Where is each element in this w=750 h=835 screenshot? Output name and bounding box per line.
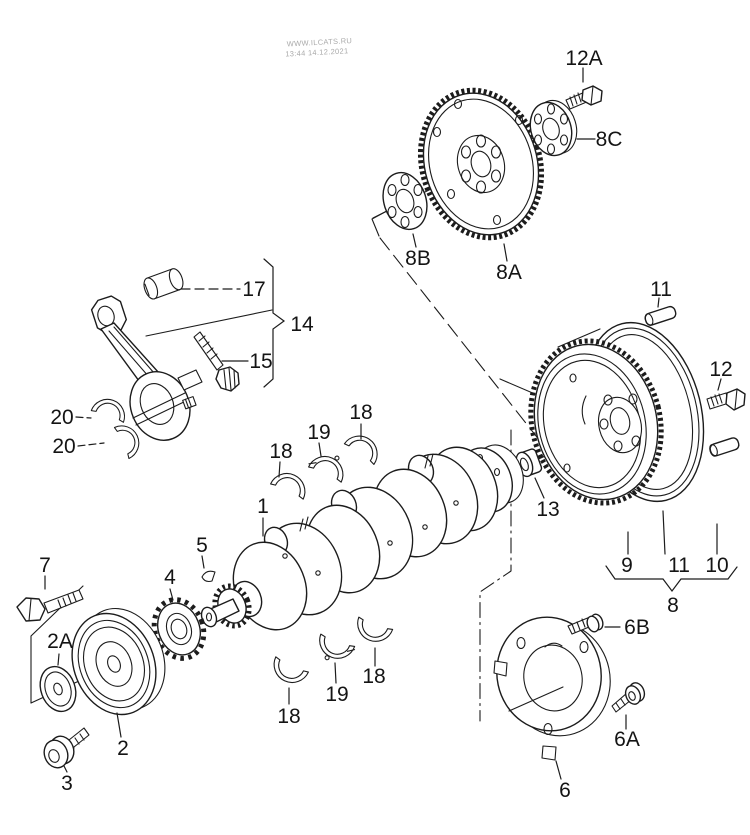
main-bearing-shells <box>267 423 394 705</box>
callout-3[interactable]: 3 <box>61 772 73 795</box>
flange-bolt-6B <box>567 613 604 635</box>
leader-11-top <box>657 297 660 308</box>
callout-19-lower[interactable]: 19 <box>325 683 348 706</box>
callout-6A[interactable]: 6A <box>614 728 640 751</box>
callout-18-upper-right[interactable]: 18 <box>349 401 372 424</box>
callout-9[interactable]: 9 <box>621 554 633 577</box>
flywheel-bolt-12 <box>706 388 746 411</box>
leader-8B <box>412 233 417 248</box>
section-boundary-line <box>479 429 512 722</box>
pulley-bolt-7 <box>16 589 84 622</box>
leader-6 <box>555 760 562 780</box>
group-bracket-14 <box>263 258 286 388</box>
callout-7[interactable]: 7 <box>39 554 51 577</box>
dowel-pin-top <box>644 305 677 326</box>
callout-20-upper[interactable]: 20 <box>50 406 73 429</box>
connecting-rod-assembly <box>75 258 286 460</box>
pulley-bolt-3 <box>43 727 90 769</box>
callouts: 12A 8C 8B 8A 11 12 13 17 14 15 20 20 18 … <box>39 47 733 802</box>
callout-1[interactable]: 1 <box>257 495 269 518</box>
callout-20-lower[interactable]: 20 <box>52 435 75 458</box>
crankshaft <box>200 444 524 631</box>
callout-12[interactable]: 12 <box>709 358 732 381</box>
connecting-rod <box>90 295 203 441</box>
callout-8B[interactable]: 8B <box>405 247 431 270</box>
callout-18-lower-right[interactable]: 18 <box>362 665 385 688</box>
callout-8[interactable]: 8 <box>667 594 679 617</box>
sealing-flange <box>493 616 611 761</box>
flywheel-bolt-12A <box>565 85 603 110</box>
small-end-bushing <box>143 268 184 300</box>
watermark-site: WWW.ILCATS.RU <box>287 36 353 48</box>
leader-12 <box>717 378 722 391</box>
callout-18-upper-left[interactable]: 18 <box>269 440 292 463</box>
callout-2A[interactable]: 2A <box>47 630 73 653</box>
pulley-hub-2A <box>39 665 77 713</box>
rod-bearing-shells <box>75 394 145 460</box>
callout-8C[interactable]: 8C <box>596 128 623 151</box>
crank-details <box>282 453 459 576</box>
callout-18-lower-left[interactable]: 18 <box>277 705 300 728</box>
callout-2[interactable]: 2 <box>117 737 129 760</box>
spacer-flange <box>529 99 578 157</box>
callout-12A[interactable]: 12A <box>565 47 602 70</box>
flywheel-ring-gear <box>528 338 664 506</box>
watermark: WWW.ILCATS.RU 13:44 14.12.2021 <box>285 36 353 59</box>
callout-17[interactable]: 17 <box>242 278 265 301</box>
dowel-pin-bottom <box>709 437 740 457</box>
sealing-flange-assembly <box>493 613 646 780</box>
drive-plate <box>417 87 545 241</box>
callout-11-bottom[interactable]: 11 <box>668 554 690 577</box>
flywheel-assembly <box>515 297 746 592</box>
callout-15[interactable]: 15 <box>249 350 272 373</box>
leader-3 <box>63 765 68 773</box>
shim-plate <box>382 171 428 231</box>
callout-13[interactable]: 13 <box>536 498 559 521</box>
leader-11-bottom <box>662 510 666 555</box>
callout-4[interactable]: 4 <box>164 566 176 589</box>
flange-bolt-6A <box>611 682 646 713</box>
vbelt-pulley <box>71 607 166 716</box>
leader-13 <box>534 477 545 499</box>
leader-2A <box>57 653 60 666</box>
leader-2 <box>116 712 122 738</box>
woodruff-key <box>201 555 216 583</box>
leader-8A <box>503 243 508 262</box>
rod-bolt <box>193 331 240 392</box>
callout-14[interactable]: 14 <box>290 313 314 336</box>
group-brace-8 <box>605 565 738 592</box>
callout-6B[interactable]: 6B <box>624 616 650 639</box>
timing-gear <box>151 588 207 661</box>
callout-8A[interactable]: 8A <box>496 261 522 284</box>
callout-10[interactable]: 10 <box>705 554 728 577</box>
callout-11-top[interactable]: 11 <box>650 278 672 301</box>
drive-plate-assembly <box>382 67 603 262</box>
watermark-timestamp: 13:44 14.12.2021 <box>285 46 349 58</box>
pulley-assembly <box>16 575 166 773</box>
callout-5[interactable]: 5 <box>196 534 208 557</box>
callout-19-upper[interactable]: 19 <box>307 421 330 444</box>
callout-6[interactable]: 6 <box>559 779 571 802</box>
